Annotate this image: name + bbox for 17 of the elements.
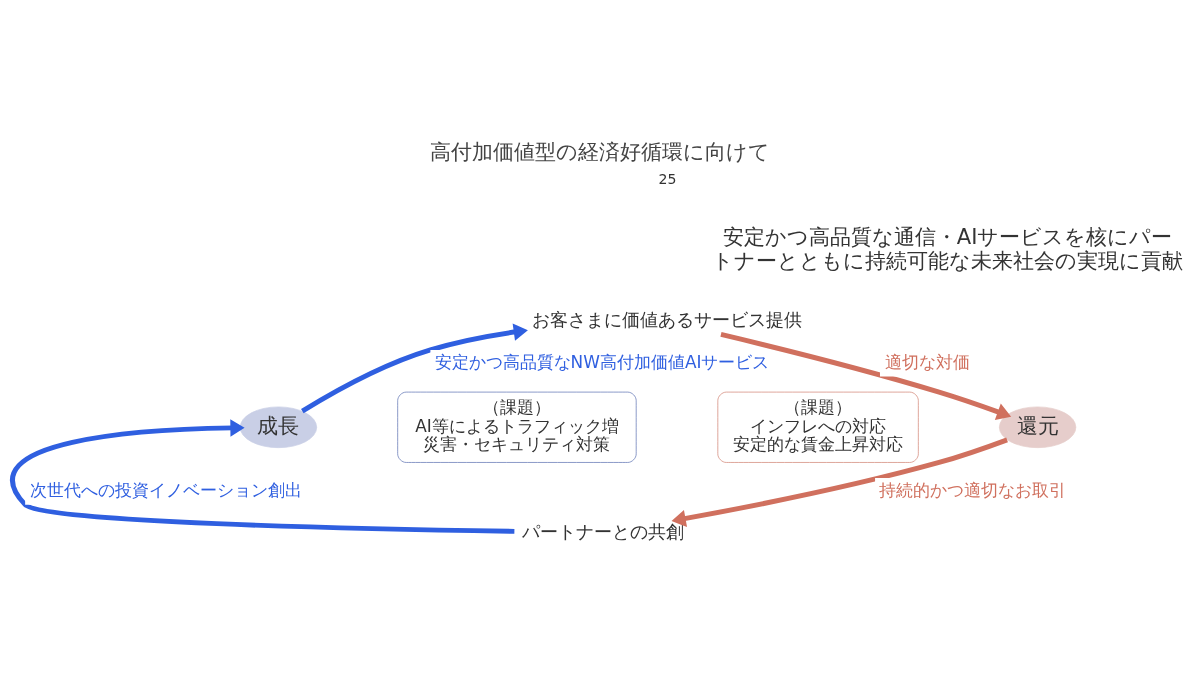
arrow (11, 418, 515, 534)
edge-label: 安定かつ高品質なNW高付加価値AIサービス (434, 351, 770, 372)
arrow (671, 437, 1008, 527)
node-text: パートナーとの共創 (522, 520, 685, 542)
edge-label: 持続的かつ適切なお取引 (879, 479, 1067, 500)
arrow (720, 331, 1012, 420)
label: 安定かつ高品質な通信・AIサービスを核にパートナーとともに持続可能な未来社会の実現に貢献 (712, 223, 1184, 273)
diagram-title: 高付加価値型の経済好循環に向けて (430, 138, 770, 164)
edge-label: 次世代への投資イノベーション創出 (29, 479, 302, 500)
node-text: お客さまに価値あるサービス提供 (532, 308, 803, 330)
node-ellipse: 成長 (239, 406, 318, 448)
label: 25 (658, 170, 677, 187)
node-box: （課題） AI等によるトラフィック増 災害・セキュリティ対策 (397, 391, 637, 463)
node-ellipse: 還元 (998, 406, 1077, 448)
node-box: （課題） インフレへの対応 安定的な賃金上昇対応 (717, 391, 919, 463)
edge-label: 適切な対価 (884, 351, 970, 372)
arrow (301, 323, 528, 413)
